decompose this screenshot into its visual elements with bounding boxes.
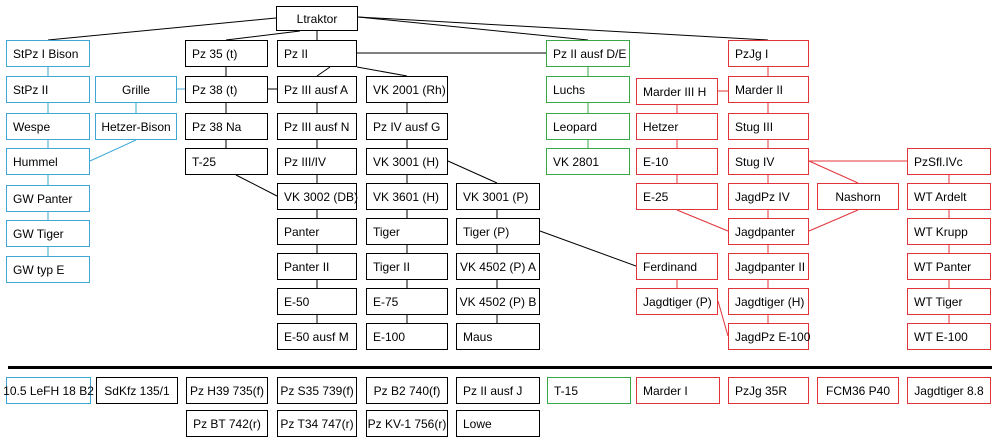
node-stug4[interactable]: Stug IV <box>728 148 809 175</box>
node-pz2[interactable]: Pz II <box>277 40 357 67</box>
node-vk2001[interactable]: VK 2001 (Rh) <box>366 76 448 103</box>
node-hetzer[interactable]: Hetzer <box>636 113 718 140</box>
node-stpz2[interactable]: StPz II <box>6 76 90 103</box>
node-wt-ardelt[interactable]: WT Ardelt <box>907 183 991 210</box>
node-hummel[interactable]: Hummel <box>6 148 90 175</box>
node-stpz-bison[interactable]: StPz I Bison <box>6 40 90 67</box>
node-pz-t34[interactable]: Pz T34 747(r) <box>277 410 357 437</box>
node-stug3[interactable]: Stug III <box>728 113 809 140</box>
connector-line <box>225 30 301 41</box>
node-hetzer-bison[interactable]: Hetzer-Bison <box>95 113 177 140</box>
connector-line <box>717 300 729 337</box>
node-pz38na[interactable]: Pz 38 Na <box>185 113 268 140</box>
node-grille[interactable]: Grille <box>95 76 177 103</box>
node-lefh-b2[interactable]: 10.5 LeFH 18 B2 <box>3 377 94 404</box>
connector-line <box>89 139 137 162</box>
node-marder1[interactable]: Marder I <box>636 377 720 404</box>
node-pz3-4[interactable]: Pz III/IV <box>277 148 357 175</box>
node-ltraktor[interactable]: Ltraktor <box>276 6 358 31</box>
node-jagdpanter2[interactable]: Jagdpanter II <box>728 253 809 280</box>
node-jagdpz-e100[interactable]: JagdPz E-100 <box>728 323 810 350</box>
node-e75[interactable]: E-75 <box>366 288 448 315</box>
node-marder2[interactable]: Marder II <box>728 76 809 103</box>
connector-line <box>47 17 277 41</box>
node-e50m[interactable]: E-50 ausf M <box>277 323 357 350</box>
node-nashorn[interactable]: Nashorn <box>817 183 899 210</box>
node-pz-s35[interactable]: Pz S35 739(f) <box>277 377 357 404</box>
node-leopard[interactable]: Leopard <box>546 113 630 140</box>
connector-line <box>357 16 589 41</box>
connector-line <box>676 209 729 232</box>
node-e10[interactable]: E-10 <box>636 148 718 175</box>
node-wt-e100[interactable]: WT E-100 <box>907 323 991 350</box>
node-pz2-de[interactable]: Pz II ausf D/E <box>546 40 630 67</box>
node-pz4g[interactable]: Pz IV ausf G <box>366 113 448 140</box>
node-tigerp[interactable]: Tiger (P) <box>456 218 540 245</box>
node-gw-panter[interactable]: GW Panter <box>6 185 90 212</box>
node-pzsfl-ivc[interactable]: PzSfl.IVc <box>907 148 991 175</box>
node-luchs[interactable]: Luchs <box>546 76 630 103</box>
node-tiger[interactable]: Tiger <box>366 218 448 245</box>
node-jagdtiger-p[interactable]: Jagdtiger (P) <box>636 288 718 315</box>
node-e50[interactable]: E-50 <box>277 288 357 315</box>
node-tiger2[interactable]: Tiger II <box>366 253 448 280</box>
node-pz-kv1[interactable]: Pz KV-1 756(r) <box>366 410 448 437</box>
node-wespe[interactable]: Wespe <box>6 113 90 140</box>
node-maus[interactable]: Maus <box>456 323 540 350</box>
connector-line <box>316 66 331 77</box>
node-vk3002[interactable]: VK 3002 (DB) <box>277 183 358 210</box>
node-pz3-a[interactable]: Pz III ausf A <box>277 76 357 103</box>
node-wt-panter[interactable]: WT Panter <box>907 253 991 280</box>
node-pz38t[interactable]: Pz 38 (t) <box>185 76 268 103</box>
node-lowe[interactable]: Lowe <box>456 410 540 437</box>
node-t25[interactable]: T-25 <box>185 148 268 175</box>
node-jagdtiger-h[interactable]: Jagdtiger (H) <box>728 288 809 315</box>
node-vk3601[interactable]: VK 3601 (H) <box>366 183 448 210</box>
connector-line <box>808 209 859 232</box>
node-e25[interactable]: E-25 <box>636 183 718 210</box>
node-pz-h39[interactable]: Pz H39 735(f) <box>186 377 268 404</box>
node-panter2[interactable]: Panter II <box>277 253 357 280</box>
node-gw-type-e[interactable]: GW typ E <box>6 256 90 283</box>
node-gw-tiger[interactable]: GW Tiger <box>6 220 90 247</box>
node-vk3001h[interactable]: VK 3001 (H) <box>366 148 448 175</box>
node-fcm36[interactable]: FCM36 P40 <box>817 377 899 404</box>
node-pzjg35r[interactable]: PzJg 35R <box>728 377 809 404</box>
node-jagdtiger-88[interactable]: Jagdtiger 8.8 <box>907 377 991 404</box>
node-jagdpz4[interactable]: JagdPz IV <box>728 183 809 210</box>
node-marder3[interactable]: Marder III H <box>636 78 718 105</box>
node-vk2801[interactable]: VK 2801 <box>546 148 630 175</box>
node-jagdpanter[interactable]: Jagdpanter <box>728 218 809 245</box>
node-panter[interactable]: Panter <box>277 218 357 245</box>
node-t15[interactable]: T-15 <box>547 377 631 404</box>
node-vk4502b[interactable]: VK 4502 (P) B <box>456 288 540 315</box>
node-wt-krupp[interactable]: WT Krupp <box>907 218 991 245</box>
connector-line <box>357 16 769 41</box>
connector-line <box>447 160 498 184</box>
connector-line <box>235 174 278 197</box>
node-pz35t[interactable]: Pz 35 (t) <box>185 40 268 67</box>
node-pz3-n[interactable]: Pz III ausf N <box>277 113 357 140</box>
node-pz-bt742[interactable]: Pz BT 742(r) <box>186 410 268 437</box>
section-divider <box>8 366 992 369</box>
node-vk3001p[interactable]: VK 3001 (P) <box>456 183 540 210</box>
node-sdkfz-135[interactable]: SdKfz 135/1 <box>96 377 178 404</box>
connector-line <box>539 230 637 267</box>
node-pz2-j[interactable]: Pz II ausf J <box>456 377 540 404</box>
node-e100[interactable]: E-100 <box>366 323 448 350</box>
connector-line <box>356 66 408 77</box>
node-vk4502a[interactable]: VK 4502 (P) A <box>456 253 540 280</box>
node-pzjg1[interactable]: PzJg I <box>728 40 809 67</box>
connector-line <box>808 160 859 184</box>
node-ferdinand[interactable]: Ferdinand <box>636 253 718 280</box>
node-wt-tiger[interactable]: WT Tiger <box>907 288 991 315</box>
node-pz-b2[interactable]: Pz B2 740(f) <box>366 377 448 404</box>
